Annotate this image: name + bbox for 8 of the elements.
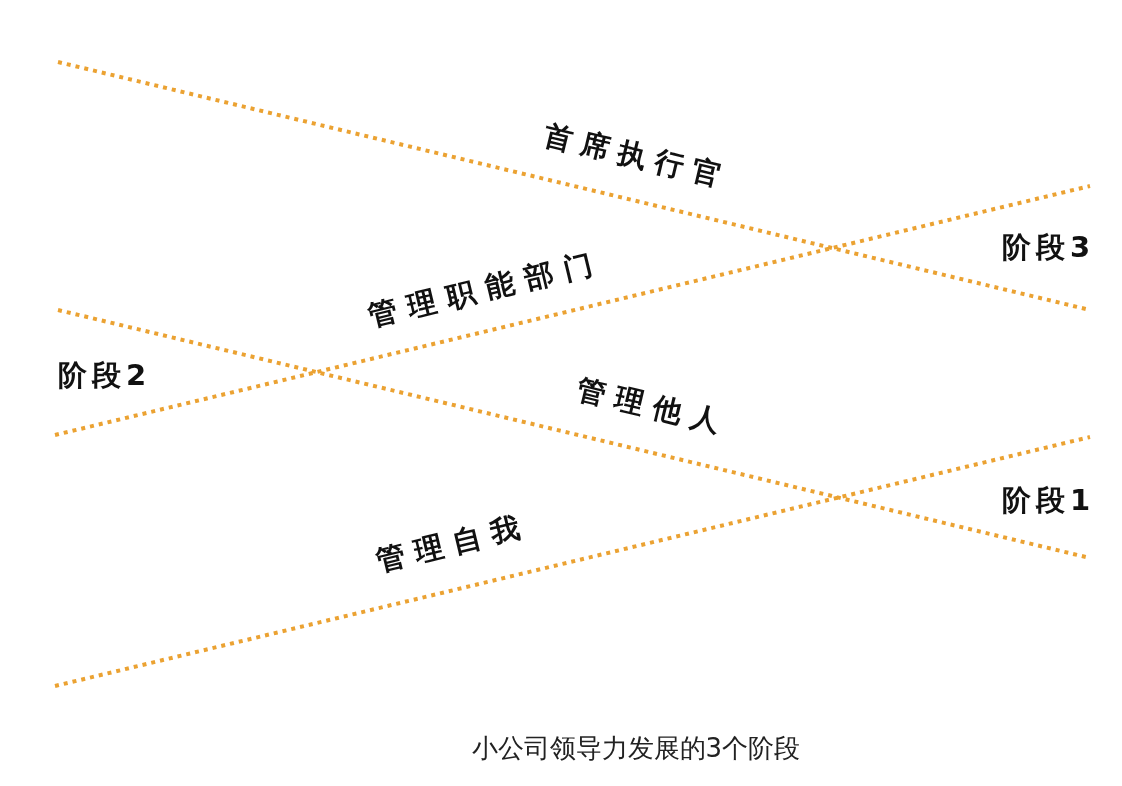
caption: 小公司领导力发展的3个阶段 — [471, 735, 801, 761]
stage-label: 首席执行官 — [539, 117, 733, 193]
stage-label: 管理自我 — [371, 510, 533, 578]
stage-number-label: 阶段2 — [57, 360, 152, 390]
stage-number-label: 阶段1 — [1001, 485, 1096, 515]
stage-label: 管理他人 — [572, 371, 733, 439]
stage-label: 管理职能部门 — [363, 246, 606, 334]
stage-number-label: 阶段3 — [1001, 232, 1096, 262]
